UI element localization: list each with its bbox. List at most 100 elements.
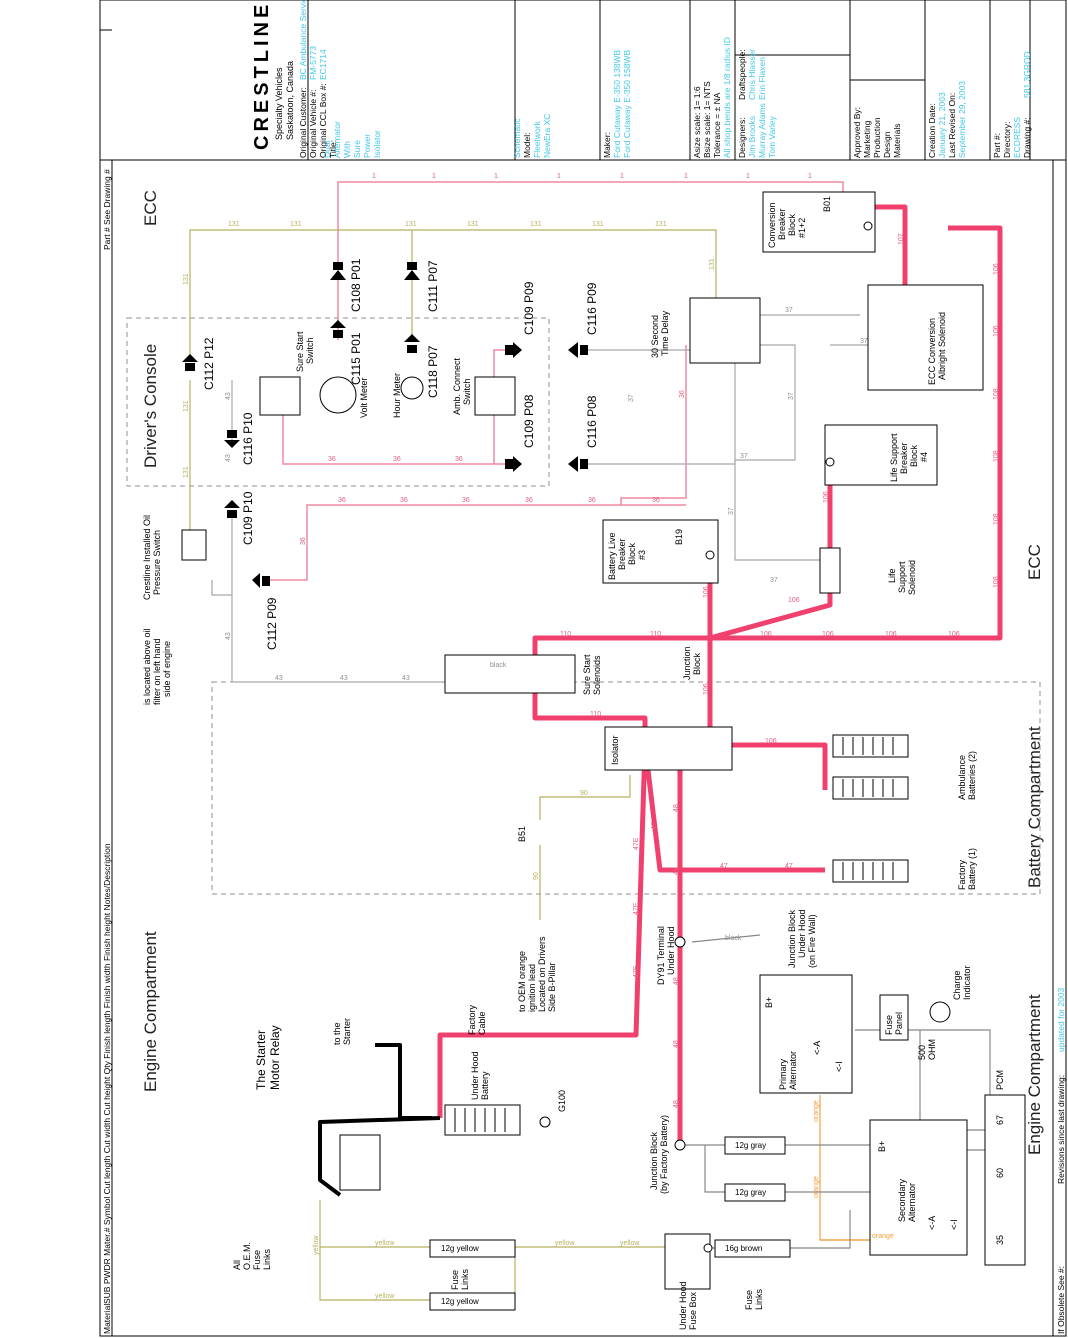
- jb-factory-l2: (by Factory Battery): [659, 1115, 669, 1194]
- wl-131f: 131: [592, 221, 604, 228]
- wl-37f: 37: [728, 507, 735, 515]
- wl-1c: 1: [494, 173, 498, 180]
- battery-live-box: [602, 519, 719, 584]
- approved-production: Production: [872, 117, 882, 158]
- wl-orange-b: orange: [813, 1176, 820, 1198]
- g100-label: G100: [557, 1090, 567, 1112]
- amb-conn-l2: Switch: [462, 378, 472, 405]
- link-12g-gray-1: [724, 1136, 786, 1155]
- oem-l3: Located on Drivers: [537, 936, 547, 1012]
- wl-108a: 108: [993, 388, 1000, 400]
- wl-16g-brown: 16g brown: [725, 1244, 762, 1253]
- draftsperson-2: Erin Flaxen: [757, 57, 767, 100]
- pri-alt-l1: Primary: [778, 1059, 788, 1090]
- section-battery: Battery Compartment: [1025, 726, 1044, 888]
- label-c112a: C112 P12: [202, 337, 216, 390]
- wl-131b: 131: [290, 221, 302, 228]
- to-starter-l2: Starter: [342, 1018, 352, 1045]
- uhfb-l2: Fuse Box: [688, 1291, 698, 1330]
- wl-110a: 110: [560, 631, 571, 638]
- approved-label: Approved By:: [852, 107, 862, 158]
- b01-label: B01: [822, 196, 832, 212]
- wl-108d: 108: [993, 576, 1000, 588]
- designer-1: Jim Brooks: [747, 116, 757, 158]
- fac-bat-l2: Battery (1): [967, 848, 977, 890]
- sec-alt-a: <-A: [927, 1216, 937, 1230]
- junction-l2: Block: [692, 652, 702, 675]
- company-sub2: Saskatoon, Canada: [285, 61, 295, 140]
- sec-alt-l2: Alternator: [907, 1183, 917, 1222]
- blb-l1: Battery Live: [607, 532, 617, 580]
- obsolete-note: If Obsolete See #:: [1056, 1266, 1066, 1334]
- b01-terminal-icon: [863, 221, 873, 231]
- oil-switch-l1: Crestline Installed Oil: [142, 515, 152, 600]
- wl-black-a: black: [490, 662, 507, 669]
- wl-37c: 37: [628, 394, 635, 402]
- wl-106a: 106: [993, 263, 1000, 275]
- b51-label: B51: [517, 826, 527, 842]
- under-hood-battery-box: [444, 1104, 521, 1136]
- oil-note-l2: filter on left hand: [152, 638, 162, 705]
- lsb-l4: #4: [919, 452, 929, 462]
- model-value-1: Fleetwork: [532, 120, 542, 158]
- fuse-links-a-l1: Fuse: [450, 1270, 460, 1290]
- schematic-label: Schematic: [512, 118, 522, 158]
- column-header: SUB PWDR Mater.# Symbol Cut length Cut w…: [102, 843, 112, 1304]
- fuse-12g-yellow-1: [429, 1239, 516, 1258]
- fuse-links-a-l2: Links: [460, 1268, 470, 1290]
- oem-l1: to OEM orange: [517, 951, 527, 1012]
- wl-36c: 36: [455, 456, 463, 463]
- section-ecc-right: ECC: [1025, 544, 1044, 580]
- hour-meter-icon: [400, 376, 424, 400]
- pcm-pin-67: 67: [995, 1115, 1005, 1125]
- amb-bat-l1: Ambulance: [957, 755, 967, 800]
- wl-90a: 90: [580, 790, 588, 797]
- wl-12g-gray-b: 12g gray: [735, 1188, 766, 1197]
- approved-marketing: Marketing: [862, 120, 872, 158]
- primary-alt-box: [759, 974, 853, 1094]
- hour-meter-label: Hour Meter: [392, 373, 402, 418]
- wl-yellow-b: yellow: [555, 1240, 575, 1247]
- wl-48a: 48: [673, 804, 680, 812]
- wl-1b: 1: [432, 173, 436, 180]
- revisions-note: Revisions since last drawing:: [1056, 1075, 1066, 1184]
- wl-106b: 106: [993, 325, 1000, 337]
- lss-l1: Life: [887, 568, 897, 583]
- wl-black-b: black: [725, 935, 742, 942]
- amb-bat-l2: Batteries (2): [967, 751, 977, 800]
- sec-alt-bplus: B+: [877, 1141, 887, 1152]
- wl-1g: 1: [746, 173, 750, 180]
- oil-switch-l2: Pressure Switch: [152, 530, 162, 595]
- wl-orange-a: orange: [813, 1100, 820, 1122]
- ss-sol-l1: Sure Start: [582, 654, 592, 695]
- b19-terminal-icon: [705, 550, 715, 560]
- factory-battery: [832, 859, 909, 883]
- fuse-panel-box: [879, 994, 909, 1041]
- label-c116c: C116 P10: [241, 412, 255, 465]
- creation-label: Creation Date:: [927, 103, 937, 158]
- fuse-panel-l2: Panel: [894, 1012, 904, 1035]
- approved-materials: Materials: [892, 124, 902, 158]
- part-label: Part #:: [992, 133, 1002, 158]
- wl-110c: 110: [590, 711, 601, 718]
- ss-switch-l1: Sure Start: [295, 331, 305, 372]
- amb-connect-switch-box: [474, 376, 516, 416]
- isolator-label: Isolator: [610, 735, 620, 765]
- material-header: Material: [102, 1304, 112, 1334]
- wl-12g-yellow-b: 12g yellow: [441, 1297, 479, 1306]
- label-c116a: C116 P09: [585, 282, 599, 335]
- uh-battery-l2: Battery: [480, 1071, 490, 1100]
- lss-l3: Solenoid: [907, 560, 917, 595]
- wl-37e: 37: [740, 453, 748, 460]
- charge-indicator-icon: [929, 1001, 951, 1023]
- sure-start-box: [444, 654, 576, 694]
- original-vehicle-label: Original Vehicle #:: [308, 89, 318, 158]
- black-thin-wire: [691, 934, 761, 943]
- wl-106e: 106: [885, 631, 897, 638]
- label-c116b: C116 P08: [585, 395, 599, 448]
- pcm-pin-60: 60: [995, 1168, 1005, 1178]
- blb-l3: Block: [627, 542, 637, 565]
- wire-36: [270, 345, 687, 581]
- ohm-l2: OHM: [927, 1039, 937, 1060]
- wl-131h: 131: [183, 273, 190, 285]
